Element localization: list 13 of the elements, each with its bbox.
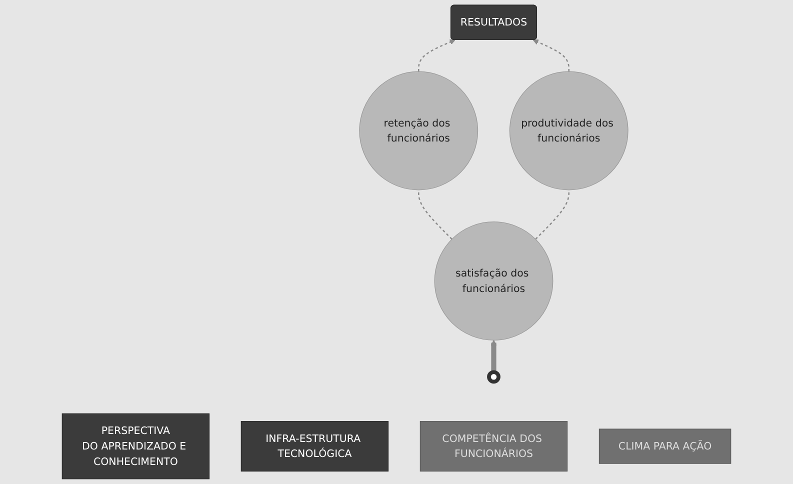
arrow [532, 39, 570, 72]
node-circle: produtividade dos funcionários [509, 71, 628, 190]
connector [418, 190, 452, 240]
node-circle: satisfação dos funcionários [434, 222, 554, 340]
arrow [418, 39, 456, 72]
arrow [490, 340, 497, 372]
node-box: COMPETÊNCIA DOS FUNCIONÁRIOS [420, 421, 568, 472]
node-box: INFRA-ESTRUTURA TECNOLÓGICA [240, 421, 389, 472]
node-box: PERSPECTIVA DO APRENDIZADO E CONHECIMENTO [62, 413, 210, 480]
node-circle: retenção dos funcionários [359, 71, 478, 190]
connector [535, 190, 570, 240]
node-circle [487, 370, 500, 384]
node-box: CLIMA PARA AÇÃO [598, 428, 732, 464]
